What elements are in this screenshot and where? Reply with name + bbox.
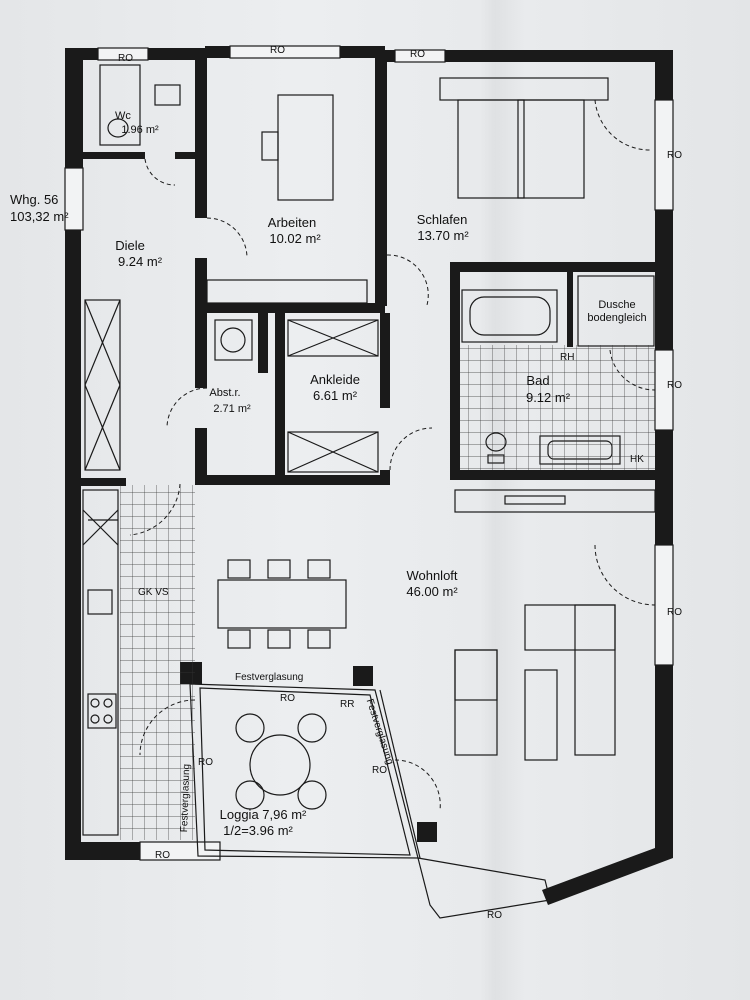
ro-label-east2: RO xyxy=(667,380,682,391)
bad-tiles xyxy=(460,345,655,470)
abstr-area: 2.71 m² xyxy=(213,403,251,415)
wohnloft-area: 46.00 m² xyxy=(406,584,458,599)
ro-label-arbeiten: RO xyxy=(270,45,285,56)
interior-walls xyxy=(81,56,660,486)
gkvs-label: GK VS xyxy=(138,587,169,598)
schlafen-area: 13.70 m² xyxy=(417,228,469,243)
abstr-name: Abst.r. xyxy=(209,387,241,399)
rr-label: RR xyxy=(340,699,355,710)
bad-area: 9.12 m² xyxy=(525,390,571,405)
unit-area: 103,32 m² xyxy=(10,209,69,224)
ankleide-name: Ankleide xyxy=(310,372,360,387)
hk-label: HK xyxy=(630,454,644,465)
rh-label: RH xyxy=(560,352,575,363)
wc-area: 1.96 m² xyxy=(121,124,159,136)
festverglasung-left: Festverglasung xyxy=(178,763,193,833)
schlafen-name: Schlafen xyxy=(416,212,468,227)
door-swings xyxy=(129,99,656,811)
festverglasung-top: Festverglasung xyxy=(235,672,304,683)
kitchen-tiles xyxy=(120,485,195,840)
arbeiten-name: Arbeiten xyxy=(267,215,317,230)
ro-label-east3: RO xyxy=(667,607,682,618)
dusche-line1: Dusche xyxy=(598,299,636,311)
ro-label-east1: RO xyxy=(667,150,682,161)
ankleide-area: 6.61 m² xyxy=(312,388,358,403)
diele-name: Diele xyxy=(115,238,145,253)
diele-area: 9.24 m² xyxy=(117,254,163,269)
loggia-half-area: 1/2=3.96 m² xyxy=(223,823,293,838)
ro-label-wc: RO xyxy=(118,53,133,64)
dusche-line2: bodengleich xyxy=(587,312,647,324)
ro-label-schlafen: RO xyxy=(410,49,425,60)
ro-label-loggia-right: RO xyxy=(372,765,387,776)
fixtures xyxy=(82,64,656,919)
unit-name: Whg. 56 xyxy=(10,192,59,207)
wc-name: Wc xyxy=(115,110,131,122)
arbeiten-area: 10.02 m² xyxy=(269,231,321,246)
windows xyxy=(64,45,674,861)
bad-name: Bad xyxy=(526,373,550,388)
ro-label-south: RO xyxy=(155,850,170,861)
loggia-name: Loggia 7,96 m² xyxy=(219,807,307,822)
exterior-walls xyxy=(65,46,673,905)
ro-label-loggia-left: RO xyxy=(198,757,213,768)
ro-label-bay: RO xyxy=(487,910,502,921)
wohnloft-name: Wohnloft xyxy=(406,568,458,583)
ro-label-loggia-top: RO xyxy=(280,693,295,704)
